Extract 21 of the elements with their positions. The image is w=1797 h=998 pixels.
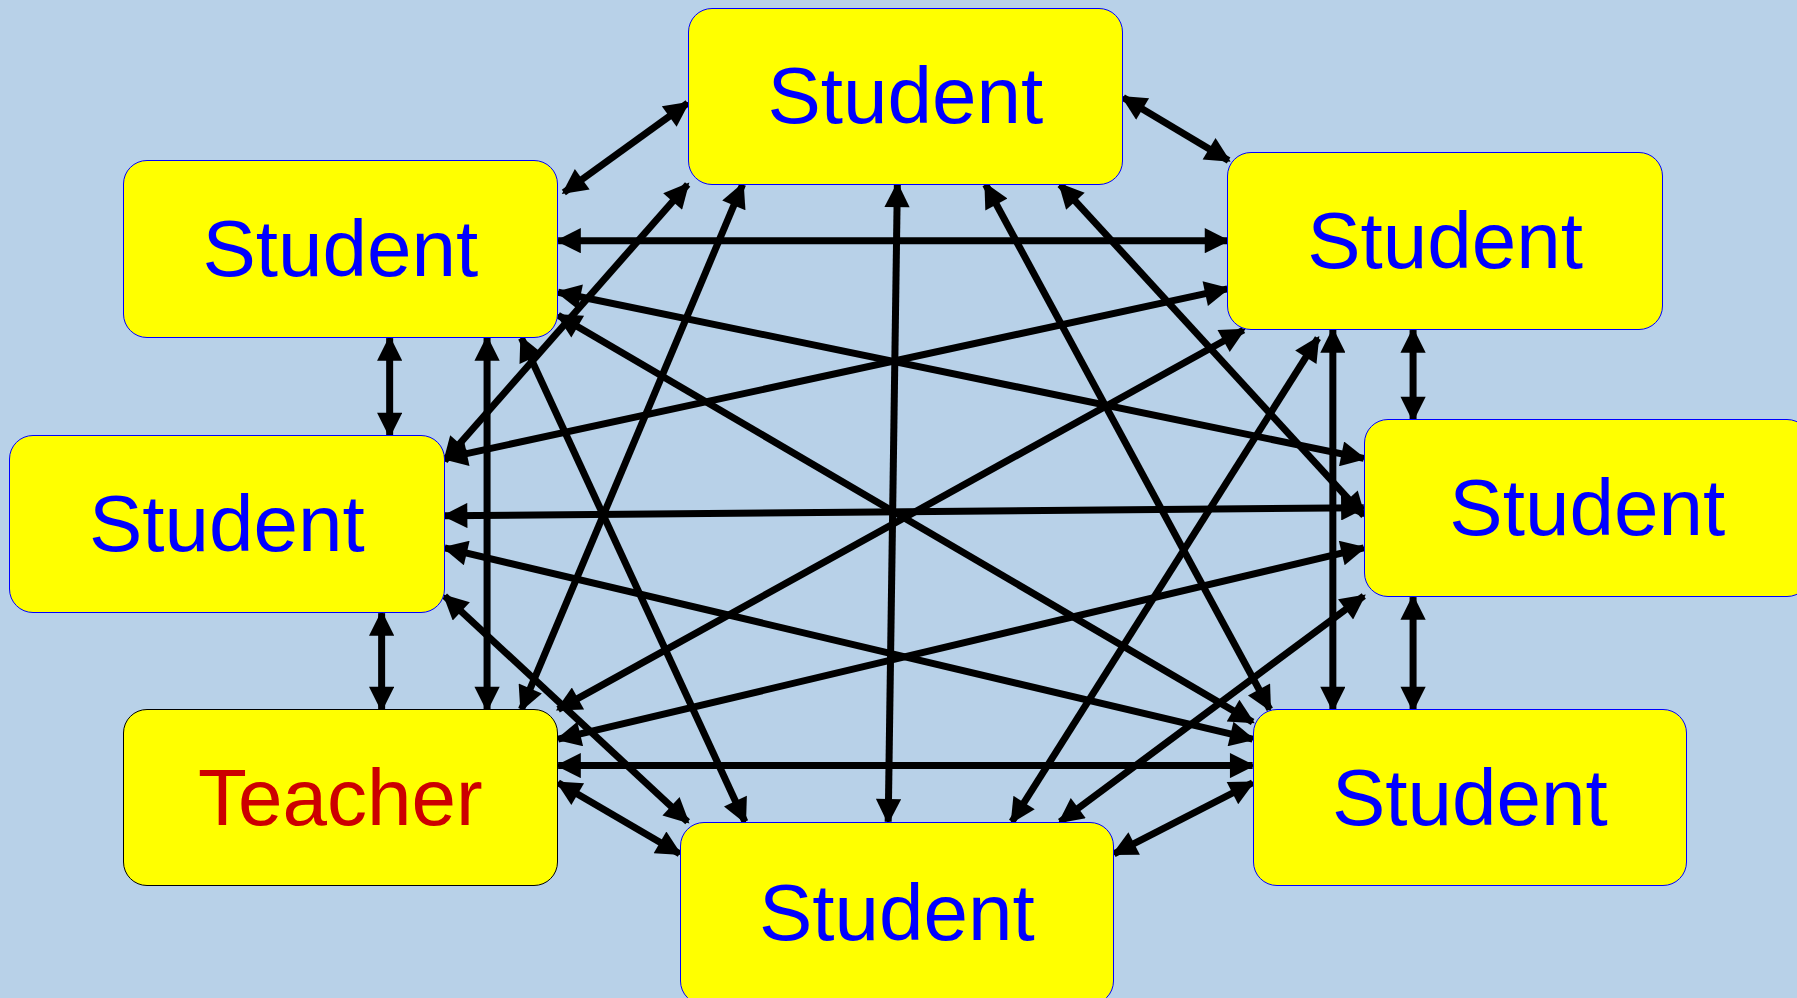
double-arrow (1009, 335, 1321, 824)
node-label: Student (1449, 468, 1726, 549)
rounded-box (1227, 152, 1663, 331)
double-arrow (442, 182, 691, 463)
node-label: Student (758, 873, 1035, 954)
double-arrow (561, 100, 690, 196)
node-label: Teacher (198, 757, 483, 838)
node-label: Student (1331, 757, 1608, 838)
rounded-box (1252, 709, 1687, 886)
node-label: Student (1307, 201, 1584, 282)
double-arrow (982, 182, 1273, 712)
rounded-box (9, 435, 445, 614)
double-arrow (442, 593, 690, 825)
rounded-box (679, 821, 1114, 998)
rounded-box (122, 160, 559, 339)
node-label: Student (202, 209, 479, 290)
rounded-box (687, 8, 1124, 185)
node-label: Student (89, 484, 365, 565)
rounded-box (122, 709, 559, 886)
node-label: Student (767, 56, 1044, 137)
rounded-box (1363, 419, 1797, 598)
